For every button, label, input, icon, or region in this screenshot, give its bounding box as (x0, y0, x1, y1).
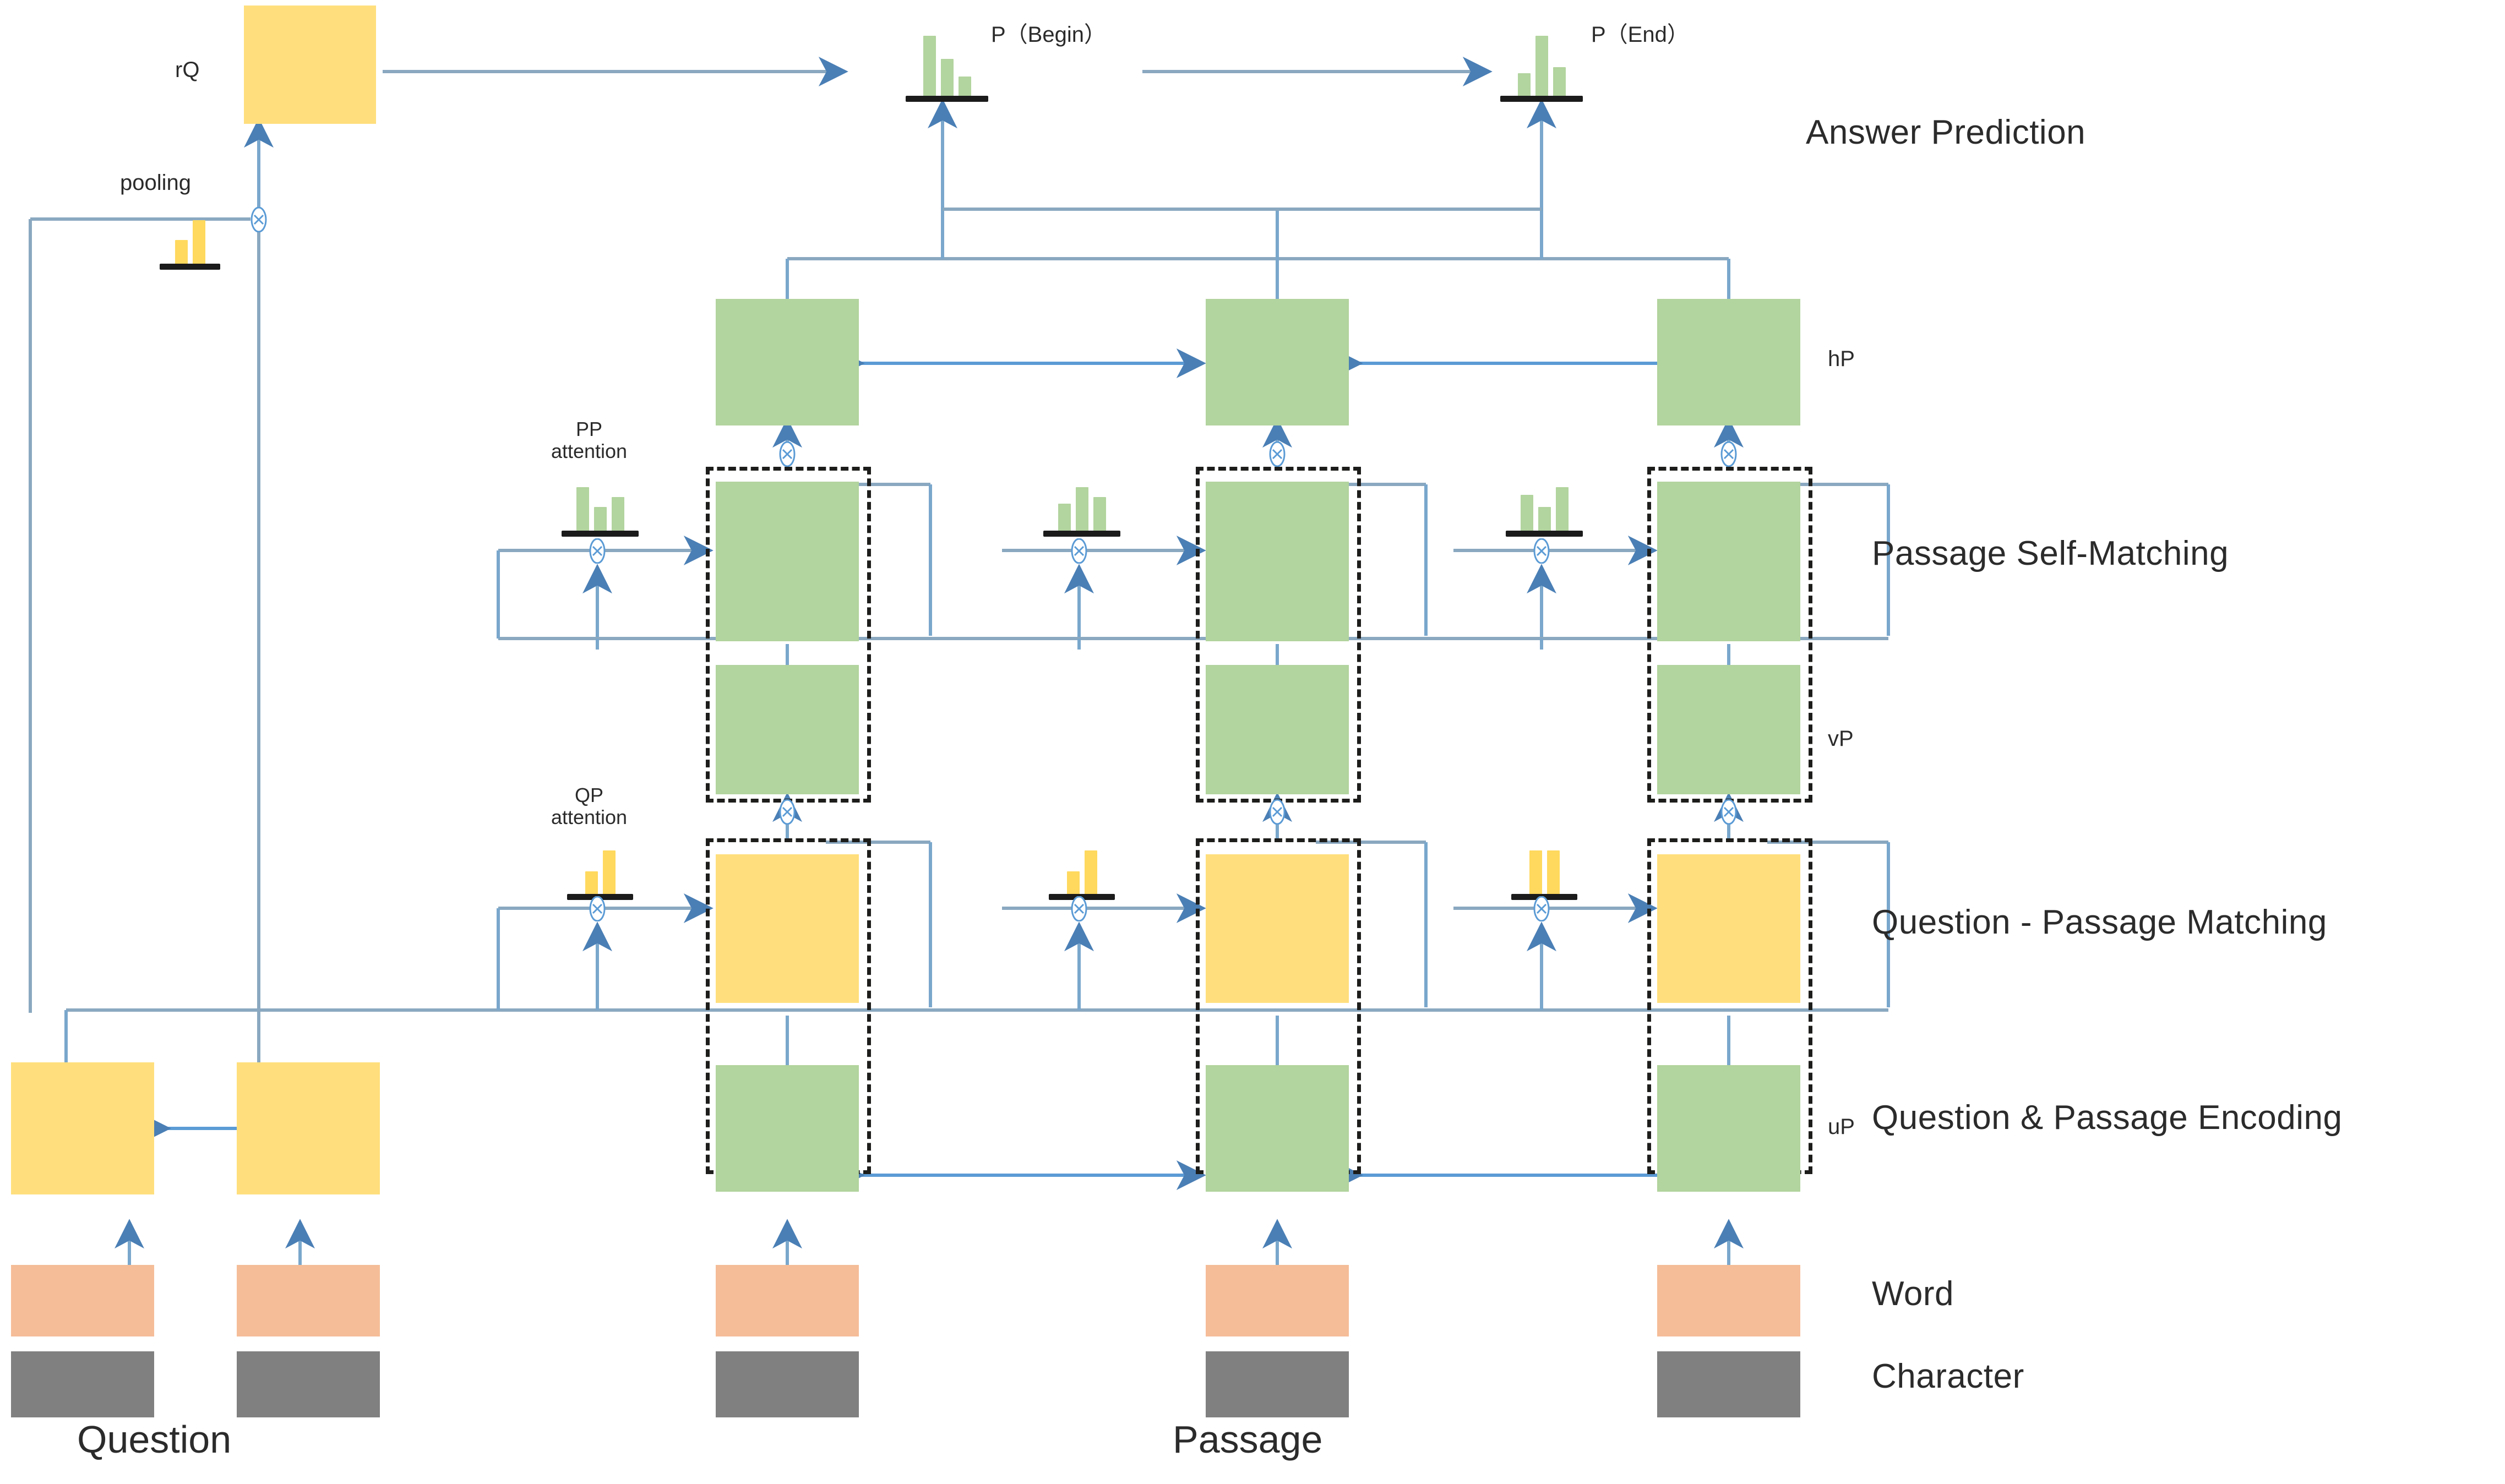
pooling-bar-chart (160, 220, 220, 270)
pp-attention-label: PP attention (529, 418, 650, 463)
pooling-label: pooling (120, 171, 192, 195)
character-block-passage-1 (716, 1351, 859, 1417)
character-block-question-1 (11, 1351, 154, 1417)
vp-block-col3 (1657, 665, 1800, 794)
vp-gate-col3 (1716, 799, 1741, 825)
vp-gate-col2 (1265, 799, 1290, 825)
question-encoder-block-left (11, 1062, 154, 1194)
hp-gate-col3 (1716, 441, 1741, 467)
vp-block-col1 (716, 665, 859, 794)
hp-block-col3 (1657, 299, 1800, 425)
qp-attention-chart-col2 (1049, 850, 1115, 900)
character-block-question-2 (237, 1351, 380, 1417)
p-begin-bar-chart (906, 36, 988, 102)
pp-attention-gate-col1 (585, 538, 610, 564)
question-encoder-block-right (237, 1062, 380, 1194)
character-block-passage-3 (1657, 1351, 1800, 1417)
stage-label-passage-self-matching: Passage Self-Matching (1872, 534, 2229, 572)
bottom-label-question: Question (77, 1418, 232, 1461)
rq-label: rQ (175, 58, 200, 82)
hp-gate-col1 (775, 441, 800, 467)
stage-label-answer-prediction: Answer Prediction (1806, 113, 2086, 151)
qp-attention-line1: QP (574, 784, 603, 806)
vp-label: vP (1828, 727, 1854, 751)
pp-attention-chart-col1 (562, 487, 639, 537)
up-label: uP (1828, 1115, 1855, 1139)
pp-attention-chart-col2 (1043, 487, 1120, 537)
hp-block-col1 (716, 299, 859, 425)
qp-attention-chart-col1 (567, 850, 633, 900)
vp-block-col2 (1206, 665, 1349, 794)
p-end-bar-chart (1500, 36, 1583, 102)
up-block-col2 (1206, 1065, 1349, 1192)
qp-attention-chart-col3 (1511, 850, 1577, 900)
pooling-gate-icon (246, 206, 271, 233)
word-block-question-2 (237, 1265, 380, 1336)
bottom-label-passage: Passage (1173, 1418, 1323, 1461)
p-end-label: P（End） (1591, 23, 1689, 47)
stage-label-question-passage-encoding: Question & Passage Encoding (1872, 1099, 2343, 1137)
pp-attention-gate-col3 (1529, 538, 1554, 564)
word-block-passage-2 (1206, 1265, 1349, 1336)
qp-matching-block-col2 (1206, 854, 1349, 1003)
up-block-col3 (1657, 1065, 1800, 1192)
word-block-question-1 (11, 1265, 154, 1336)
character-block-passage-2 (1206, 1351, 1349, 1417)
hp-label: hP (1828, 347, 1855, 371)
qp-attention-line2: attention (551, 806, 628, 829)
qp-matching-block-col3 (1657, 854, 1800, 1003)
word-block-passage-3 (1657, 1265, 1800, 1336)
pp-attention-line1: PP (575, 418, 603, 440)
self-matching-block-col3 (1657, 482, 1800, 641)
hp-gate-col2 (1265, 441, 1290, 467)
p-begin-label: P（Begin） (991, 23, 1106, 47)
up-block-col1 (716, 1065, 859, 1192)
pp-attention-gate-col2 (1066, 538, 1092, 564)
qp-attention-label: QP attention (529, 784, 650, 829)
pp-attention-chart-col3 (1506, 487, 1583, 537)
vp-gate-col1 (775, 799, 800, 825)
self-matching-block-col1 (716, 482, 859, 641)
hp-block-col2 (1206, 299, 1349, 425)
qp-attention-gate-col1 (585, 896, 610, 922)
qp-attention-gate-col2 (1066, 896, 1092, 922)
stage-label-word: Word (1872, 1275, 1954, 1313)
stage-label-character: Character (1872, 1357, 2024, 1395)
pp-attention-line2: attention (551, 440, 628, 463)
rq-pooled-question-block (244, 6, 376, 124)
qp-attention-gate-col3 (1529, 896, 1554, 922)
stage-label-question-passage-matching: Question - Passage Matching (1872, 903, 2327, 941)
qp-matching-block-col1 (716, 854, 859, 1003)
word-block-passage-1 (716, 1265, 859, 1336)
self-matching-block-col2 (1206, 482, 1349, 641)
